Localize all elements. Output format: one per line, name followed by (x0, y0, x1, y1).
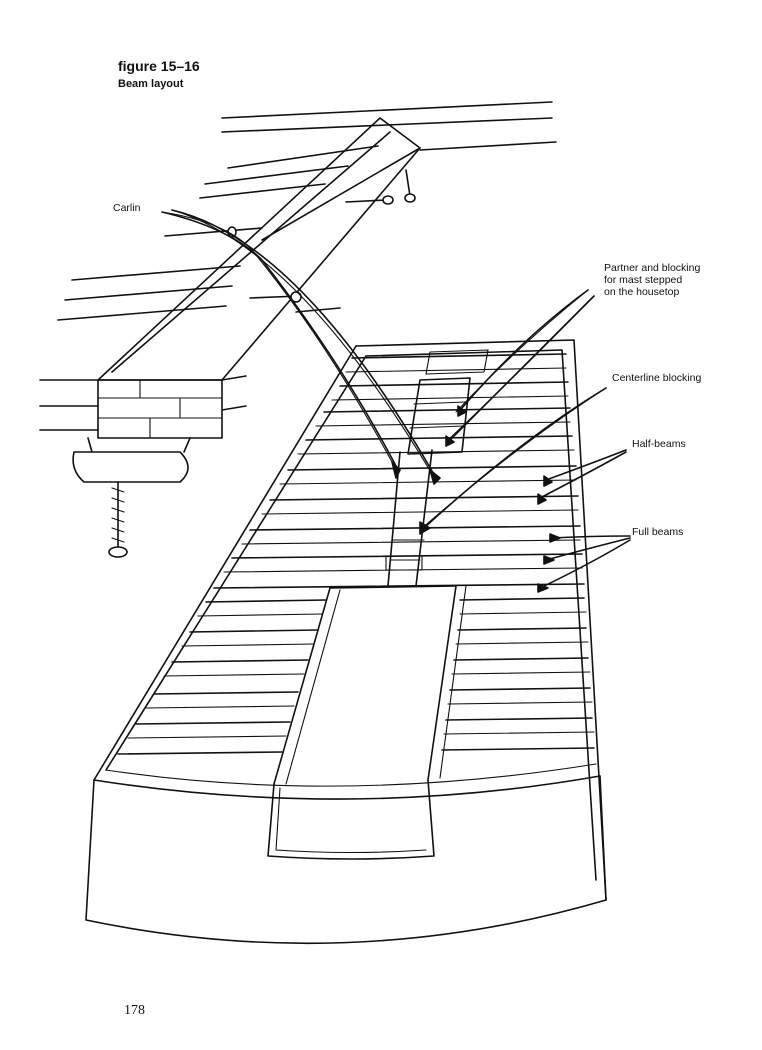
page-number: 178 (124, 1003, 145, 1018)
centerline-blocking (385, 449, 433, 587)
label-carlin: Carlin (113, 202, 141, 214)
label-centerline-blocking: Centerline blocking (612, 372, 702, 384)
figure-number: figure 15–16 (118, 58, 200, 74)
figure-title: Beam layout (118, 78, 184, 90)
full-beams (213, 353, 585, 589)
label-partner-line-3: on the housetop (604, 286, 680, 298)
label-partner-line-2: for mast stepped (604, 274, 683, 286)
housetop-framework (85, 339, 607, 945)
label-half-beams: Half-beams (632, 438, 686, 450)
carlin-detail-inset (39, 101, 557, 558)
label-partner-line-1: Partner and blocking (604, 262, 701, 274)
partner-blocking (407, 349, 489, 455)
leader-lines (161, 209, 631, 593)
label-partner-blocking: Partner and blocking for mast stepped on… (604, 262, 700, 298)
figure-caption: figure 15–16 Beam layout (118, 58, 200, 91)
label-full-beams: Full beams (632, 526, 684, 538)
half-beams (117, 597, 595, 755)
